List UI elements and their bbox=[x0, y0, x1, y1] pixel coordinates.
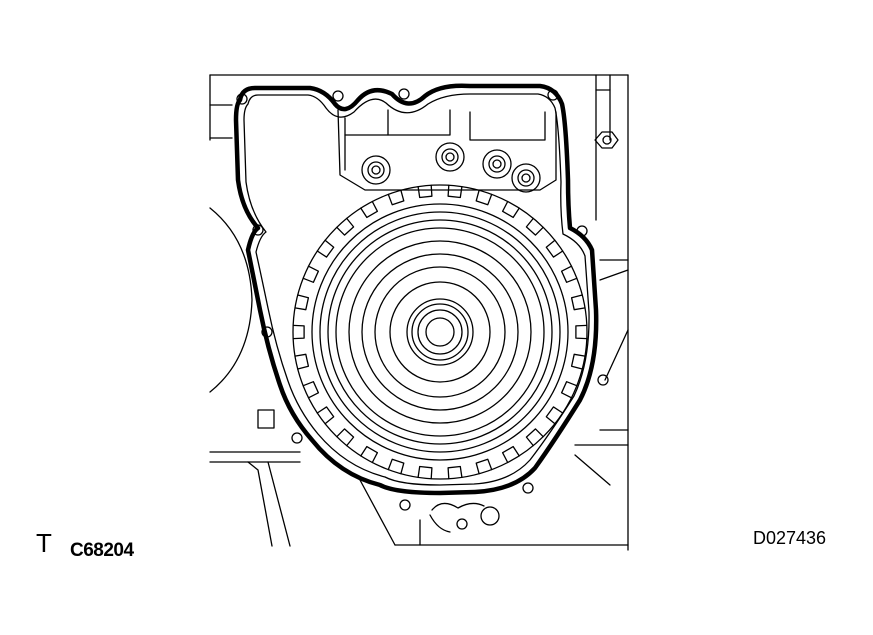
gear-tooth-notch bbox=[336, 217, 355, 236]
gear-tooth-notch bbox=[447, 465, 463, 480]
gear-tooth-notch bbox=[316, 239, 335, 258]
gear-tooth-notch bbox=[475, 189, 493, 206]
central-gear-assembly bbox=[292, 184, 588, 480]
gear-tooth-notch bbox=[387, 458, 405, 475]
gear-tooth-notch bbox=[560, 381, 578, 399]
gear-tooth-notch bbox=[545, 239, 564, 258]
upper-boss-structure bbox=[337, 109, 557, 191]
gear-tooth-notch bbox=[294, 353, 310, 370]
gear-tooth-notch bbox=[475, 458, 493, 475]
gear-tooth-notch bbox=[545, 406, 564, 425]
gear-tooth-notch bbox=[560, 265, 578, 283]
gear-tooth-notch bbox=[302, 265, 320, 283]
gear-tooth-notch bbox=[417, 465, 433, 480]
gear-tooth-notch bbox=[501, 445, 520, 464]
gasket-bolt-holes bbox=[236, 88, 609, 533]
housing-outline bbox=[209, 74, 629, 551]
gear-tooth-notch bbox=[294, 294, 310, 311]
gear-tooth-notch bbox=[525, 428, 544, 447]
figure-code: D027436 bbox=[753, 528, 827, 548]
gear-tooth-notch bbox=[360, 445, 379, 464]
gear-tooth-notch bbox=[501, 200, 520, 219]
reference-code: C68204 bbox=[70, 540, 134, 561]
gear-tooth-notch bbox=[316, 406, 335, 425]
gear-tooth-notch bbox=[387, 189, 405, 206]
gear-tooth-notch bbox=[575, 324, 588, 340]
tool-marker-letter: T bbox=[36, 528, 52, 558]
gear-tooth-notch bbox=[570, 294, 586, 311]
gear-tooth-notch bbox=[292, 324, 305, 340]
gear-tooth-notch bbox=[525, 217, 544, 236]
gear-tooth-notch bbox=[336, 428, 355, 447]
bolt-row bbox=[361, 142, 541, 193]
gear-tooth-notch bbox=[570, 353, 586, 370]
gear-tooth-notch bbox=[302, 381, 320, 399]
gear-tooth-notch bbox=[447, 184, 463, 199]
gear-tooth-notch bbox=[417, 184, 433, 199]
gasket-seal bbox=[233, 83, 599, 496]
gear-tooth-notch bbox=[360, 200, 379, 219]
